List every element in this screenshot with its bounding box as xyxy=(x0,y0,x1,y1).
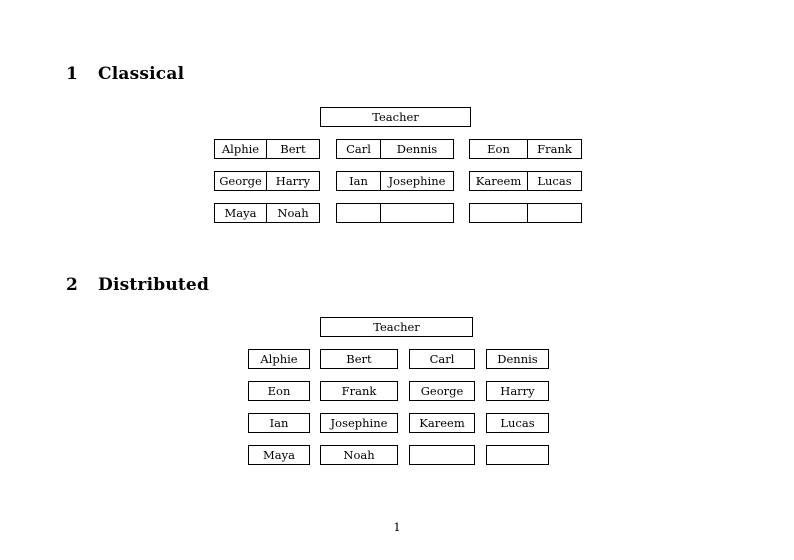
classical-group-right: Kareem Lucas xyxy=(469,171,582,191)
cell-student-empty xyxy=(380,203,454,223)
cell-student-empty xyxy=(336,203,381,223)
classical-group-left: Maya Noah xyxy=(214,203,320,223)
cell-student: Maya xyxy=(214,203,267,223)
table-row: Carl Dennis xyxy=(336,139,454,159)
cell-student: George xyxy=(409,381,475,401)
cell-student: Alphie xyxy=(248,349,310,369)
cell-student: Harry xyxy=(266,171,320,191)
classical-group-middle xyxy=(336,203,454,223)
section-title: Distributed xyxy=(98,275,210,295)
table-row xyxy=(469,203,582,223)
cell-student: Bert xyxy=(320,349,398,369)
cell-student-empty xyxy=(486,445,549,465)
cell-student: Eon xyxy=(469,139,528,159)
classical-group-right xyxy=(469,203,582,223)
table-row: George Harry xyxy=(214,171,320,191)
cell-student: Bert xyxy=(266,139,320,159)
section-heading-classical: 1 Classical xyxy=(66,64,184,84)
section-title: Classical xyxy=(98,64,185,84)
cell-student: Carl xyxy=(409,349,475,369)
cell-student: Noah xyxy=(266,203,320,223)
cell-student: Ian xyxy=(248,413,310,433)
cell-student: Frank xyxy=(527,139,582,159)
cell-student: Dennis xyxy=(380,139,454,159)
classical-group-middle: Ian Josephine xyxy=(336,171,454,191)
table-row: Ian Josephine xyxy=(336,171,454,191)
cell-student-empty xyxy=(527,203,582,223)
cell-student: Ian xyxy=(336,171,381,191)
section-number: 1 xyxy=(66,64,79,84)
cell-student: Josephine xyxy=(380,171,454,191)
cell-student: Harry xyxy=(486,381,549,401)
cell-student: Noah xyxy=(320,445,398,465)
cell-student: Kareem xyxy=(469,171,528,191)
teacher-box-distributed: Teacher xyxy=(320,317,473,337)
cell-student: Carl xyxy=(336,139,381,159)
cell-student-empty xyxy=(469,203,528,223)
table-row: Eon Frank xyxy=(469,139,582,159)
cell-student: Josephine xyxy=(320,413,398,433)
classical-group-middle: Carl Dennis xyxy=(336,139,454,159)
table-row: Kareem Lucas xyxy=(469,171,582,191)
cell-student: Alphie xyxy=(214,139,267,159)
table-row: Maya Noah xyxy=(214,203,320,223)
cell-student: Dennis xyxy=(486,349,549,369)
classical-group-left: Alphie Bert xyxy=(214,139,320,159)
classical-group-right: Eon Frank xyxy=(469,139,582,159)
teacher-box-classical: Teacher xyxy=(320,107,471,127)
page-number: 1 xyxy=(393,520,401,534)
cell-student: Lucas xyxy=(527,171,582,191)
cell-student: George xyxy=(214,171,267,191)
cell-student: Maya xyxy=(248,445,310,465)
cell-student: Frank xyxy=(320,381,398,401)
table-row: Alphie Bert xyxy=(214,139,320,159)
cell-student-empty xyxy=(409,445,475,465)
cell-student: Eon xyxy=(248,381,310,401)
cell-student: Lucas xyxy=(486,413,549,433)
section-heading-distributed: 2 Distributed xyxy=(66,275,209,295)
classical-group-left: George Harry xyxy=(214,171,320,191)
section-number: 2 xyxy=(66,275,79,295)
table-row xyxy=(336,203,454,223)
cell-student: Kareem xyxy=(409,413,475,433)
